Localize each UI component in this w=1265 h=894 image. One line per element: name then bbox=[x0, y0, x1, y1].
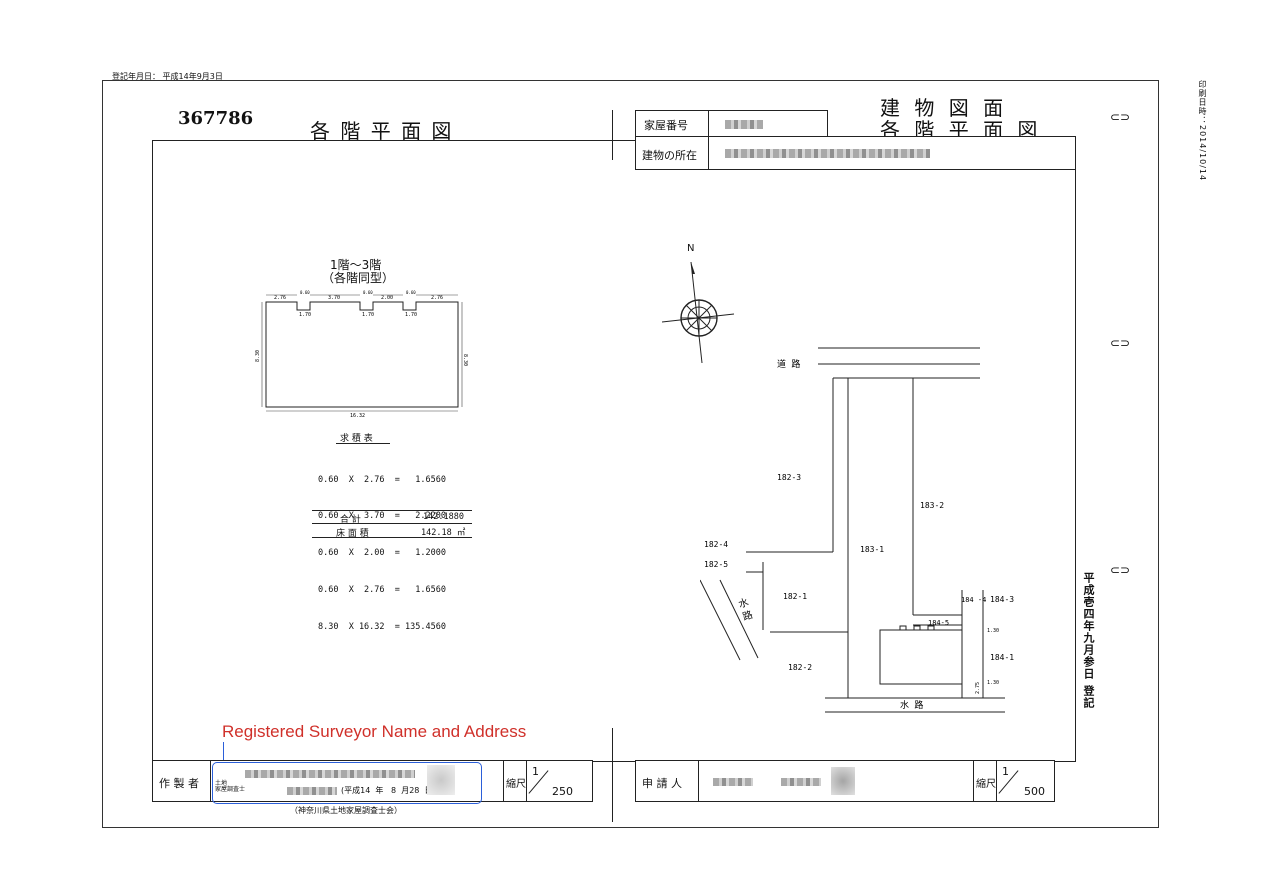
applicant-label-cell: 申 請 人 bbox=[635, 760, 700, 802]
floor-area-label: 床 面 積 bbox=[336, 529, 369, 539]
left-title: 各 階 平 面 図 bbox=[310, 119, 454, 143]
lot-182-1: 182-1 bbox=[783, 592, 807, 601]
applicant-value-cell bbox=[698, 760, 975, 802]
outer-frame bbox=[102, 80, 1159, 828]
scale-right-cell: 縮尺 1 500 bbox=[973, 760, 1055, 802]
dim-top-3: 2.00 bbox=[381, 295, 393, 301]
area-row: 0.60 X 2.76 = 1.6560 bbox=[318, 474, 446, 485]
scale-left-label: 縮尺 bbox=[506, 779, 526, 790]
maker-label: 作 製 者 bbox=[159, 777, 199, 790]
scale-right-num: 1 bbox=[1002, 765, 1009, 778]
lot-183-2: 183-2 bbox=[920, 501, 944, 510]
surveyor-seal bbox=[427, 765, 455, 795]
registration-date: 登記年月日： 平成14年9月3日 bbox=[112, 72, 223, 81]
lot-182-3: 182-3 bbox=[777, 473, 801, 482]
house-number-value-cell bbox=[708, 110, 828, 138]
area-sum-line-2 bbox=[312, 523, 472, 524]
area-total-label: 合 計 bbox=[340, 515, 361, 525]
lot-184-3: 184-3 bbox=[990, 595, 1014, 604]
binding-mark-icon: ⊂⊃ bbox=[1110, 563, 1131, 577]
floor-area-value: 142.18 ㎡ bbox=[421, 528, 466, 538]
area-row: 0.60 X 2.76 = 1.6560 bbox=[318, 585, 446, 596]
location-label: 建物の所在 bbox=[642, 149, 697, 162]
scale-left-cell: 縮尺 1 250 bbox=[503, 760, 593, 802]
lot-183-1: 183-1 bbox=[860, 545, 884, 554]
scale-right-sep bbox=[996, 761, 997, 801]
area-total-value: 142.1880 bbox=[423, 512, 464, 522]
dim-notch-small-1: 0.60 bbox=[300, 290, 310, 295]
area-title-underline bbox=[336, 443, 390, 444]
dim-top-4: 2.76 bbox=[431, 295, 443, 301]
dim-left: 8.30 bbox=[255, 350, 261, 362]
scale-right-label: 縮尺 bbox=[976, 779, 996, 790]
dim-top-1: 2.76 bbox=[274, 295, 286, 301]
site-map-svg: 道 路 182-3 183-2 182-4 183-1 182-5 182-1 … bbox=[700, 347, 1014, 713]
area-row: 0.60 X 3.70 = 2.2200 bbox=[318, 511, 446, 522]
dim-notch-small-2: 0.60 bbox=[363, 290, 373, 295]
maker-label-cell: 作 製 者 bbox=[152, 760, 212, 802]
floor-plan-svg: 2.76 3.70 2.00 2.76 1.70 1.70 1.70 0.60 … bbox=[255, 290, 468, 419]
area-row: 8.30 X 16.32 = 135.4560 bbox=[318, 622, 446, 633]
annotation-pointer bbox=[223, 742, 224, 760]
house-number-label-cell: 家屋番号 bbox=[635, 110, 710, 138]
lot-184-4: 184 -4 bbox=[961, 596, 986, 604]
lot-182-2: 182-2 bbox=[788, 663, 812, 672]
surveyor-title: 土地 家屋調査士 bbox=[215, 780, 246, 793]
scale-left-num: 1 bbox=[532, 765, 539, 778]
dim-b: 1.30 bbox=[987, 680, 999, 686]
waterway-h: 水 路 bbox=[900, 699, 923, 711]
dim-c: 2.75 bbox=[975, 682, 981, 694]
divider-bottom bbox=[612, 728, 613, 822]
area-row: 0.60 X 2.00 = 1.2000 bbox=[318, 548, 446, 559]
floor-heading: 1階～3階 bbox=[330, 258, 382, 272]
surveyor-annotation: Registered Surveyor Name and Address bbox=[222, 722, 527, 741]
dim-a: 1.30 bbox=[987, 628, 999, 634]
dim-right: 8.30 bbox=[462, 354, 468, 366]
dim-bottom: 16.32 bbox=[350, 413, 365, 419]
lot-184-1: 184-1 bbox=[990, 653, 1014, 662]
side-stamp: 平成壱四年九月参日 登記 bbox=[1082, 572, 1095, 709]
dim-notch-2: 1.70 bbox=[362, 312, 374, 318]
right-title-1: 建 物 図 面 bbox=[880, 96, 1008, 120]
inner-frame bbox=[152, 140, 1076, 762]
binding-mark-icon: ⊂⊃ bbox=[1110, 336, 1131, 350]
dim-notch-1: 1.70 bbox=[299, 312, 311, 318]
dim-top-2: 3.70 bbox=[328, 295, 340, 301]
binding-mark-icon: ⊂⊃ bbox=[1110, 110, 1131, 124]
divider-top bbox=[612, 110, 613, 160]
scale-right-den: 500 bbox=[1024, 785, 1045, 798]
association: （神奈川県土地家屋調査士会） bbox=[290, 806, 402, 815]
house-number-label: 家屋番号 bbox=[644, 119, 688, 132]
redacted-location bbox=[725, 149, 930, 158]
redacted-surveyor-name bbox=[245, 770, 415, 778]
redacted-applicant-2 bbox=[781, 778, 821, 786]
redacted-applicant-seal bbox=[831, 767, 855, 795]
surveyor-highlight-box bbox=[212, 762, 482, 804]
floor-subheading: （各階同型） bbox=[322, 271, 395, 285]
scale-left-den: 250 bbox=[552, 785, 573, 798]
area-table-title: 求 積 表 bbox=[340, 434, 373, 444]
doc-number: 367786 bbox=[178, 108, 254, 129]
redacted-surveyor-id bbox=[287, 787, 337, 795]
scale-left-sep bbox=[526, 761, 527, 801]
dim-notch-3: 1.70 bbox=[405, 312, 417, 318]
area-sum-line bbox=[312, 510, 472, 511]
print-date: 印刷日時：2014/10/14 bbox=[1198, 80, 1207, 182]
lot-182-4: 182-4 bbox=[704, 540, 728, 549]
location-value-cell bbox=[708, 136, 1076, 170]
compass-icon bbox=[662, 261, 735, 364]
area-table-rows: 0.60 X 2.76 = 1.6560 0.60 X 3.70 = 2.220… bbox=[318, 449, 446, 646]
redacted-house-number bbox=[725, 120, 763, 129]
road-label: 道 路 bbox=[777, 358, 800, 370]
lot-182-5: 182-5 bbox=[704, 560, 728, 569]
lot-184-5: 184-5 bbox=[928, 619, 949, 627]
location-label-cell: 建物の所在 bbox=[635, 136, 710, 170]
area-sum-line-3 bbox=[312, 537, 472, 538]
dim-notch-small-3: 0.60 bbox=[406, 290, 416, 295]
redacted-applicant-1 bbox=[713, 778, 753, 786]
applicant-label: 申 請 人 bbox=[642, 777, 682, 790]
north-label: N bbox=[687, 243, 695, 254]
